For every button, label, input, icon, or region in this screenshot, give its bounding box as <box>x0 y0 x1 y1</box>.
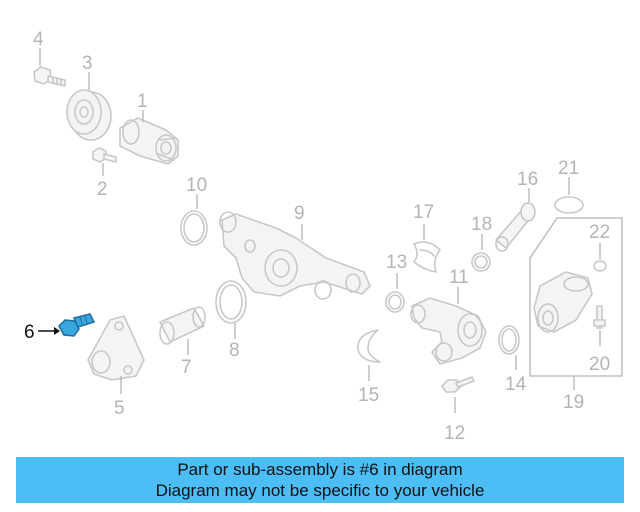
banner-line-2: Diagram may not be specific to your vehi… <box>155 481 485 500</box>
label-6: 6 <box>24 322 35 343</box>
part-21-oring <box>554 196 584 214</box>
label-16: 16 <box>517 169 538 190</box>
label-7: 7 <box>181 357 192 378</box>
label-18: 18 <box>471 214 492 235</box>
part-19-assembly-outline <box>529 217 623 377</box>
label-1: 1 <box>137 91 148 112</box>
part-2-bolt <box>92 147 117 163</box>
part-1-pump <box>119 117 179 165</box>
label-14: 14 <box>505 374 527 395</box>
label-9: 9 <box>294 203 305 224</box>
part-5-cover <box>87 315 145 381</box>
part-6-bolt-highlighted <box>58 313 96 337</box>
label-15: 15 <box>358 385 379 406</box>
label-3: 3 <box>82 53 93 74</box>
parts-diagram: 4 3 1 2 10 9 <box>24 29 623 444</box>
info-banner: Part or sub-assembly is #6 in diagram Di… <box>16 457 624 503</box>
label-11: 11 <box>449 267 469 288</box>
label-2: 2 <box>97 179 108 200</box>
part-8-gasket <box>215 280 247 324</box>
part-9-housing <box>219 211 371 300</box>
banner-line-1: Part or sub-assembly is #6 in diagram <box>177 460 463 479</box>
part-13-oring <box>385 291 405 313</box>
part-3-pulley <box>66 89 112 141</box>
part-14-gasket <box>498 325 520 355</box>
part-15-clip <box>357 329 381 363</box>
label-13: 13 <box>386 252 407 273</box>
label-22: 22 <box>589 222 610 243</box>
part-16-sensor <box>495 202 536 252</box>
label-4: 4 <box>33 29 44 50</box>
part-19-housing <box>533 271 593 333</box>
part-4-bolt <box>33 66 66 87</box>
part-22-nut <box>593 260 607 272</box>
part-7-hose <box>159 306 206 345</box>
part-11-fitting <box>410 297 487 365</box>
part-12-bolt <box>441 376 475 393</box>
label-19: 19 <box>563 392 584 413</box>
part-17-clip <box>413 241 441 273</box>
label-21: 21 <box>558 158 579 179</box>
label-10: 10 <box>186 175 207 196</box>
label-20: 20 <box>589 354 610 375</box>
part-20-stud <box>593 305 606 329</box>
label-5: 5 <box>114 398 125 419</box>
label-17: 17 <box>413 202 434 223</box>
label-12: 12 <box>444 423 465 444</box>
part-18-oring <box>471 252 491 272</box>
part-10-oring <box>180 210 208 246</box>
label-8: 8 <box>229 340 240 361</box>
